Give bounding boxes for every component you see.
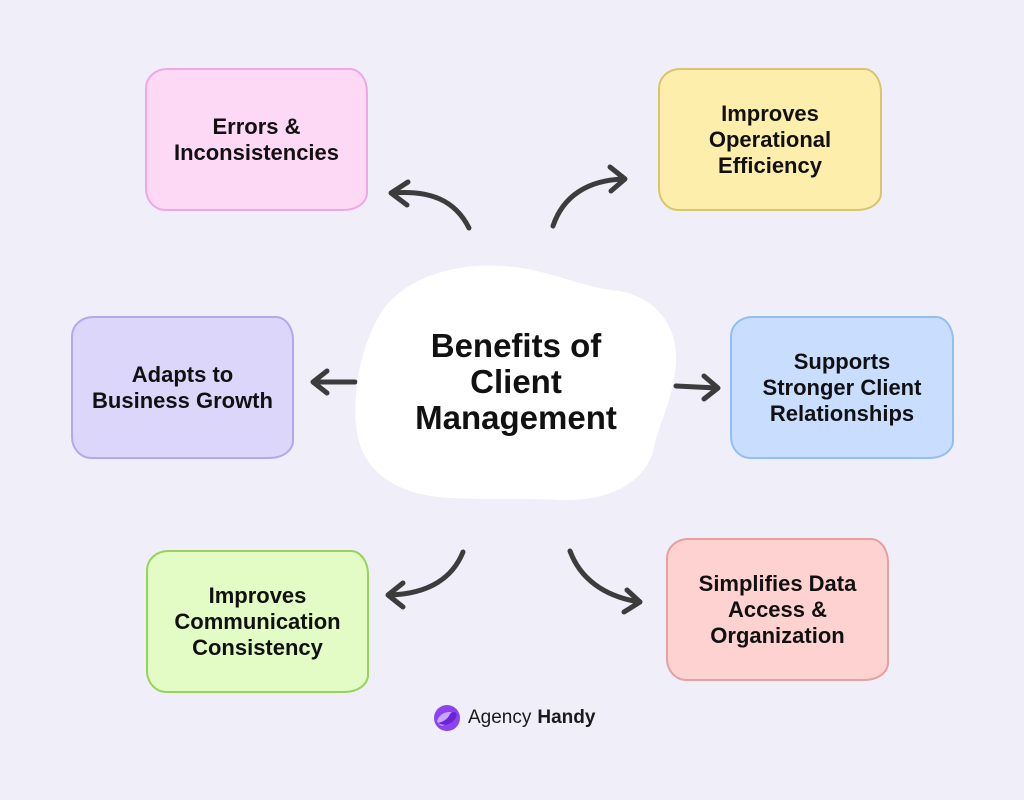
node-client-relationships: Supports Stronger Client Relationships (730, 316, 954, 459)
node-label: Adapts to Business Growth (92, 361, 273, 413)
arrow-to-relations (673, 383, 720, 391)
arrowhead-relations (701, 373, 721, 402)
node-label: Simplifies Data Access & Organization (698, 570, 857, 648)
agency-handy-logo-icon (434, 705, 460, 731)
arrow-to-comm (386, 549, 466, 598)
arrowhead-efficiency (607, 164, 628, 194)
node-communication-consistency: Improves Communication Consistency (146, 550, 369, 693)
node-data-access: Simplifies Data Access & Organization (666, 538, 889, 681)
brand-name-strong: Handy (537, 707, 596, 728)
node-business-growth: Adapts to Business Growth (71, 316, 294, 459)
node-errors-inconsistencies: Errors & Inconsistencies (145, 68, 368, 211)
arrow-to-errors (389, 189, 472, 231)
node-label: Errors & Inconsistencies (173, 113, 340, 165)
arrow-to-data (567, 548, 642, 605)
arrow-to-efficiency (550, 176, 627, 229)
arrowhead-comm (385, 580, 406, 610)
arrowhead-adapts (310, 368, 330, 396)
node-operational-efficiency: Improves Operational Efficiency (658, 68, 882, 211)
arrowhead-data (621, 587, 643, 615)
brand-footer: Agency Handy (432, 703, 595, 733)
arrowhead-errors (388, 179, 411, 208)
node-label: Improves Operational Efficiency (708, 100, 832, 178)
brand-name: Agency (468, 707, 532, 728)
node-label: Improves Communication Consistency (174, 582, 341, 660)
node-label: Supports Stronger Client Relationships (762, 348, 922, 426)
center-title: Benefits of Client Management (415, 327, 617, 436)
